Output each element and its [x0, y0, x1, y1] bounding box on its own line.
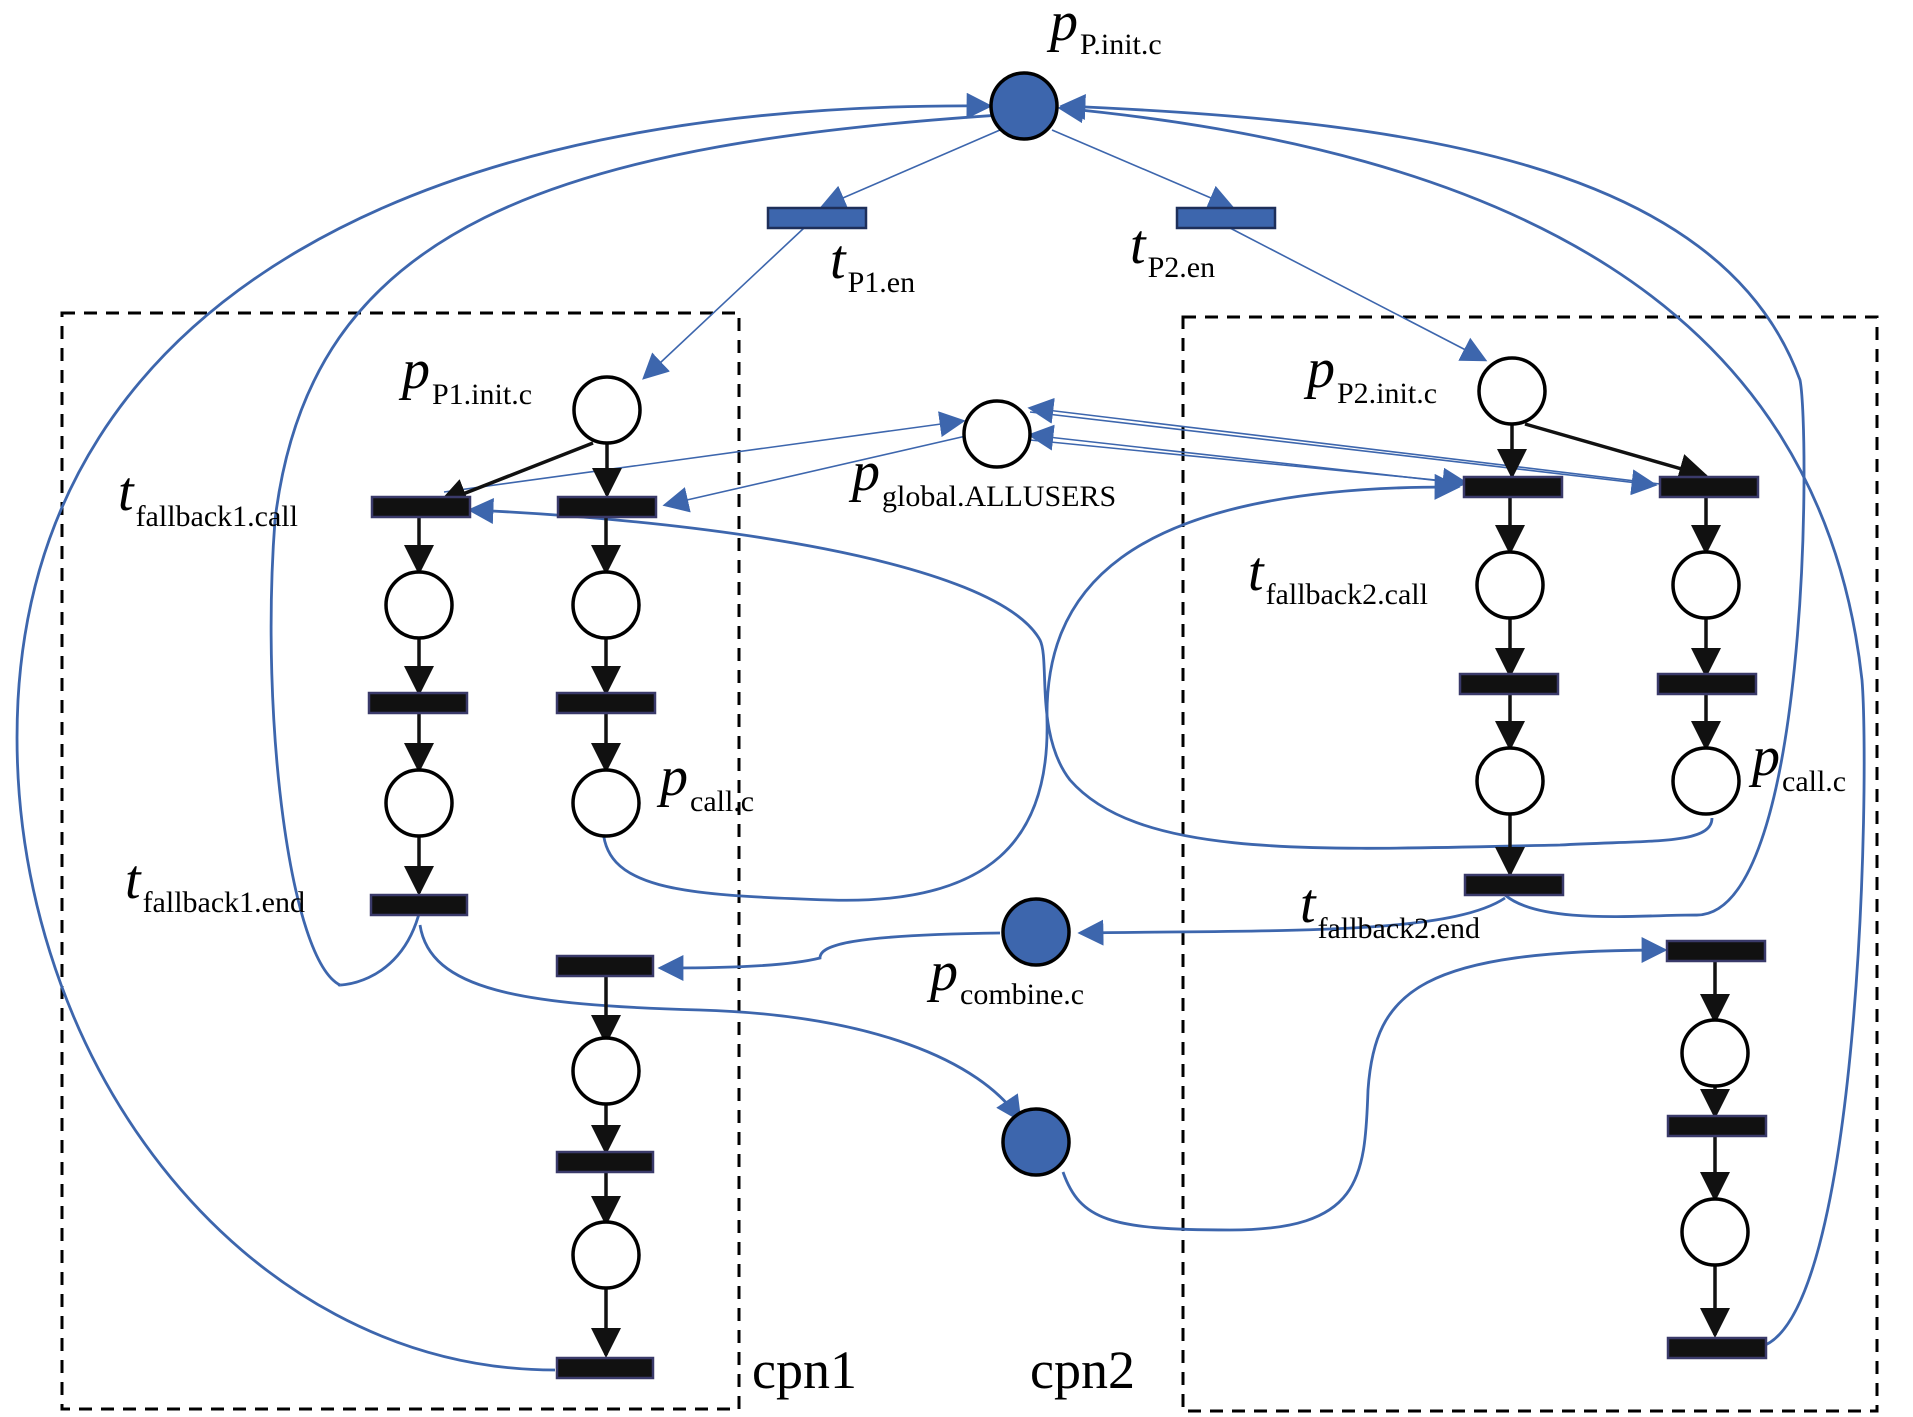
transition-fallback2-call	[1462, 475, 1564, 499]
transition-fallback1-end	[369, 893, 469, 917]
place-right-a1	[1475, 550, 1545, 620]
label-call-c-left: pcall.c	[656, 746, 754, 818]
arc-global-to-tfb2call	[1029, 439, 1469, 494]
transition-right-d-end	[1666, 1336, 1768, 1360]
label-fallback1-call: tfallback1.call	[118, 461, 298, 533]
arc-fb2end-to-pcombine	[1077, 896, 1506, 946]
place-p1-init	[572, 375, 642, 445]
place-left-a1	[384, 570, 454, 640]
place-right-a2	[1475, 746, 1545, 816]
transition-right-b-mid	[1656, 672, 1758, 696]
cpn2-box	[1181, 315, 1879, 1413]
place-right-b1	[1671, 550, 1741, 620]
transition-left-a-mid	[367, 691, 469, 715]
label-p-init-top: pP.init.c	[1046, 0, 1162, 61]
places	[384, 71, 1750, 1290]
label-combine: pcombine.c	[926, 941, 1084, 1011]
arc-top-to-tp2en	[1051, 129, 1235, 210]
place-combine	[1001, 897, 1071, 967]
label-p1-init: pP1.init.c	[398, 339, 532, 411]
blue-arcs	[15, 92, 1866, 1372]
arc-p1init-to-tfb1call	[437, 441, 594, 508]
transition-right-a-mid	[1458, 672, 1560, 696]
arc-global-to-t2b	[1029, 411, 1658, 496]
label-tp2-en: tP2.en	[1130, 214, 1215, 284]
place-left-d2	[571, 1220, 641, 1290]
arc-pcall2-to-tfb1call	[467, 498, 1714, 850]
arc-fb2end-to-top	[1059, 93, 1806, 918]
cpn1-box	[60, 311, 741, 1411]
place-call-c-left	[571, 768, 641, 838]
label-fallback1-end: tfallback1.end	[125, 849, 305, 919]
arc-fb1end-to-pbottom	[418, 924, 1022, 1123]
place-p2-init	[1477, 356, 1547, 426]
transition-right-b	[1658, 475, 1760, 499]
label-fallback2-call: tfallback2.call	[1248, 541, 1428, 611]
transition-left-d	[555, 954, 655, 978]
place-left-a2	[384, 768, 454, 838]
label-global-allusers: pglobal.ALLUSERS	[848, 441, 1116, 513]
transition-tp2-en	[1175, 206, 1277, 230]
place-p-init-top	[989, 71, 1059, 141]
arc-pcombine-to-t1d	[657, 931, 1001, 981]
arc-fb1end-to-top	[269, 100, 1053, 987]
arc-tp2en-to-p2init	[1229, 227, 1488, 362]
place-right-d1	[1680, 1018, 1750, 1088]
arc-t2b-to-global	[1027, 397, 1661, 485]
cpn1-label: cpn1	[752, 1340, 857, 1400]
transition-left-d-end	[555, 1356, 655, 1380]
arc-tfb1call-to-global	[443, 411, 966, 493]
arc-bottom-left-to-top	[15, 92, 993, 1372]
transition-left-b	[556, 495, 658, 519]
transition-left-b-mid	[555, 691, 657, 715]
place-bottom-mid	[1001, 1107, 1071, 1177]
transition-left-d-mid	[555, 1150, 655, 1174]
arc-global-to-t1b	[662, 435, 967, 513]
place-global-allusers	[962, 399, 1032, 469]
transition-right-d	[1665, 939, 1767, 963]
place-left-d1	[571, 1036, 641, 1106]
label-call-c-right: pcall.c	[1748, 726, 1846, 798]
arc-p2init-to-t2b	[1524, 422, 1709, 483]
transition-tp1-en	[766, 206, 868, 230]
arc-pcall1-to-tfb2call	[601, 473, 1461, 902]
label-tp1-en: tP1.en	[830, 229, 915, 299]
transition-fallback2-end	[1463, 873, 1565, 897]
arc-tp1en-to-p1init	[642, 227, 805, 380]
transition-right-d-mid	[1666, 1114, 1768, 1138]
transition-fallback1-call	[370, 495, 472, 519]
arc-bottom-right-to-top	[1057, 97, 1866, 1349]
arc-pbottom-to-t2d	[1061, 937, 1668, 1232]
place-right-d2	[1680, 1197, 1750, 1267]
transitions	[367, 206, 1768, 1380]
arc-top-to-tp1en	[819, 129, 1001, 210]
label-p2-init: pP2.init.c	[1303, 338, 1437, 410]
label-fallback2-end: tfallback2.end	[1300, 873, 1480, 945]
cpn2-label: cpn2	[1030, 1340, 1135, 1400]
labels: pP.init.c tP1.en tP2.en pP1.init.c pP2.i…	[118, 0, 1846, 1011]
black-arcs	[404, 422, 1730, 1358]
place-left-b1	[571, 570, 641, 640]
place-call-c-right	[1671, 746, 1741, 816]
